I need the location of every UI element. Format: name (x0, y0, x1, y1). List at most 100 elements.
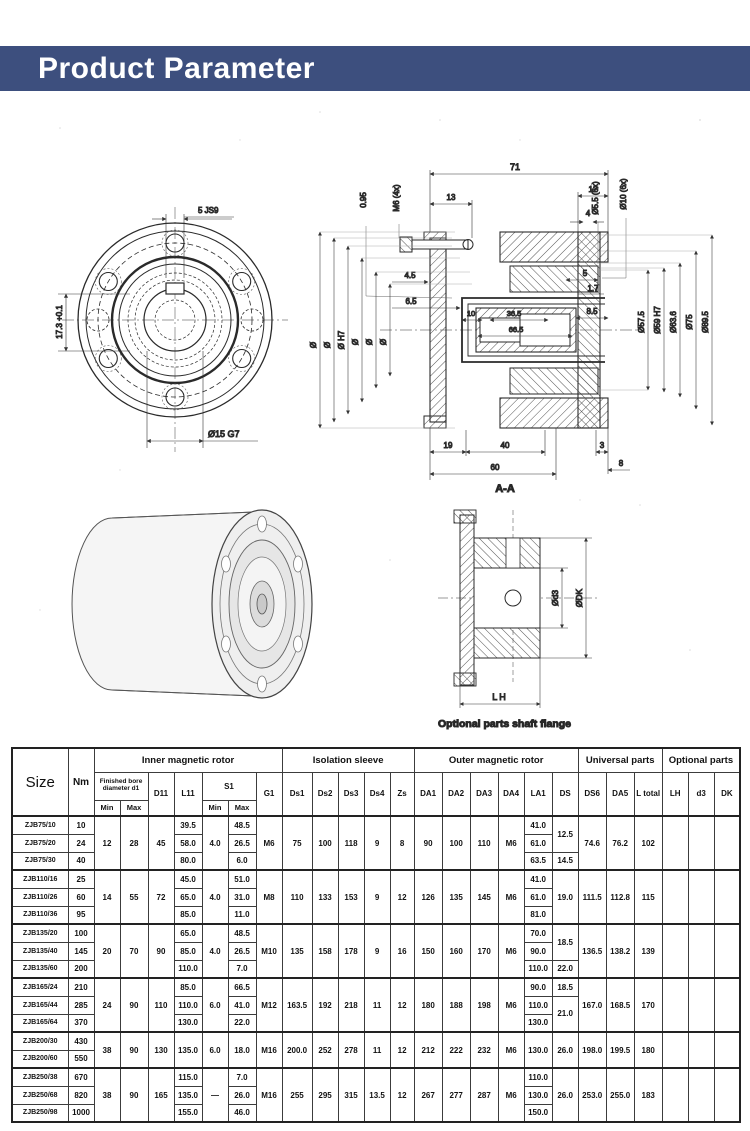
value-cell: 12 (389, 1031, 415, 1069)
value-cell (687, 1067, 715, 1123)
dim-40: 40 (501, 441, 510, 450)
column-header: L total (633, 771, 663, 817)
value-cell: 63.5 (523, 851, 553, 871)
value-cell: 212 (413, 1031, 443, 1069)
value-cell: 61.0 (523, 833, 553, 853)
value-cell: 110.0 (523, 959, 553, 979)
value-cell: 135 (441, 869, 471, 925)
value-cell: 90 (119, 977, 149, 1033)
value-cell: 6.0 (201, 977, 229, 1033)
value-cell (661, 923, 689, 979)
column-header: DA5 (605, 771, 635, 817)
flange-view-drawing: Ød3 ØDK LH Optional parts shaft flange (438, 509, 600, 731)
size-cell: ZJB110/16 (11, 869, 69, 889)
callout-095: 0.95 (359, 192, 368, 208)
value-cell: 255.0 (605, 1067, 635, 1123)
column-header: DA4 (497, 771, 525, 817)
minmax-header: Min (93, 799, 121, 817)
size-cell: ZJB250/98 (11, 1103, 69, 1123)
value-cell: 130.0 (523, 1085, 553, 1105)
value-cell: 253.0 (577, 1067, 607, 1123)
value-cell: 26.0 (227, 1085, 257, 1105)
size-cell: ZJB250/38 (11, 1067, 69, 1087)
value-cell: 252 (311, 1031, 339, 1069)
value-cell (661, 1067, 689, 1123)
group-header: Inner magnetic rotor (93, 747, 283, 773)
value-cell: 4.0 (201, 923, 229, 979)
value-cell: 26.0 (551, 1031, 579, 1069)
value-cell: 58.0 (173, 833, 203, 853)
left-dia-label-2: Ø (323, 342, 332, 348)
right-dia-label-3: Ø63.6 (669, 311, 678, 333)
value-cell (687, 1031, 715, 1069)
column-header: L11 (173, 771, 203, 817)
value-cell: 145 (469, 869, 499, 925)
size-cell: ZJB135/20 (11, 923, 69, 943)
scan-noise (39, 111, 701, 651)
value-cell: M16 (255, 1067, 283, 1123)
value-cell: 135.0 (173, 1085, 203, 1105)
size-cell: ZJB110/36 (11, 905, 69, 925)
dim-65: 6.5 (405, 297, 417, 306)
value-cell: 150 (413, 923, 443, 979)
value-cell: 41.0 (227, 995, 257, 1015)
value-cell: 210 (67, 977, 95, 997)
value-cell (687, 815, 715, 871)
size-cell: ZJB110/26 (11, 887, 69, 907)
value-cell: 14.5 (551, 851, 579, 871)
minmax-header: Min (201, 799, 229, 817)
value-cell: 198 (469, 977, 499, 1033)
size-cell: ZJB250/68 (11, 1085, 69, 1105)
value-cell: 18.0 (227, 1031, 257, 1069)
value-cell: 12.5 (551, 815, 579, 853)
value-cell: 66.5 (227, 977, 257, 997)
value-cell: 16 (389, 923, 415, 979)
value-cell: — (201, 1067, 229, 1123)
size-cell: ZJB165/24 (11, 977, 69, 997)
value-cell: 28 (119, 815, 149, 871)
value-cell: 46.0 (227, 1103, 257, 1123)
column-header: DA2 (441, 771, 471, 817)
left-dia-label-3: Ø H7 (337, 330, 346, 349)
value-cell: 188 (441, 977, 471, 1033)
value-cell: 45 (147, 815, 175, 871)
value-cell: 72 (147, 869, 175, 925)
value-cell: 48.5 (227, 815, 257, 835)
value-cell: 55 (119, 869, 149, 925)
front-view-drawing: 5 JS9 17.3 +0.1 Ø15 G7 (55, 206, 288, 452)
minmax-header: Max (119, 799, 149, 817)
value-cell: 150.0 (523, 1103, 553, 1123)
value-cell: M16 (255, 1031, 283, 1069)
value-cell: 130 (147, 1031, 175, 1069)
value-cell: 9 (363, 869, 391, 925)
value-cell: 232 (469, 1031, 499, 1069)
value-cell: 115.0 (173, 1067, 203, 1087)
value-cell: 130.0 (523, 1031, 553, 1069)
value-cell: 90.0 (523, 977, 553, 997)
value-cell: 90 (413, 815, 443, 871)
value-cell: 278 (337, 1031, 365, 1069)
value-cell: 11 (363, 1031, 391, 1069)
value-cell: 90 (119, 1031, 149, 1069)
value-cell: 26.0 (551, 1067, 579, 1123)
column-header: Zs (389, 771, 415, 817)
value-cell: 22.0 (227, 1013, 257, 1033)
value-cell: M6 (497, 1031, 525, 1069)
page-title: Product Parameter (38, 51, 315, 85)
value-cell: 200 (67, 959, 95, 979)
value-cell: 670 (67, 1067, 95, 1087)
dim-71: 71 (510, 162, 520, 172)
dim-45: 4.5 (404, 271, 416, 280)
group-header: Universal parts (577, 747, 663, 773)
value-cell: 145 (67, 941, 95, 961)
value-cell: 81.0 (523, 905, 553, 925)
minmax-header: Max (227, 799, 257, 817)
value-cell: 115 (633, 869, 663, 925)
right-dia-label-2: Ø59 H7 (653, 306, 662, 334)
value-cell (713, 869, 741, 925)
